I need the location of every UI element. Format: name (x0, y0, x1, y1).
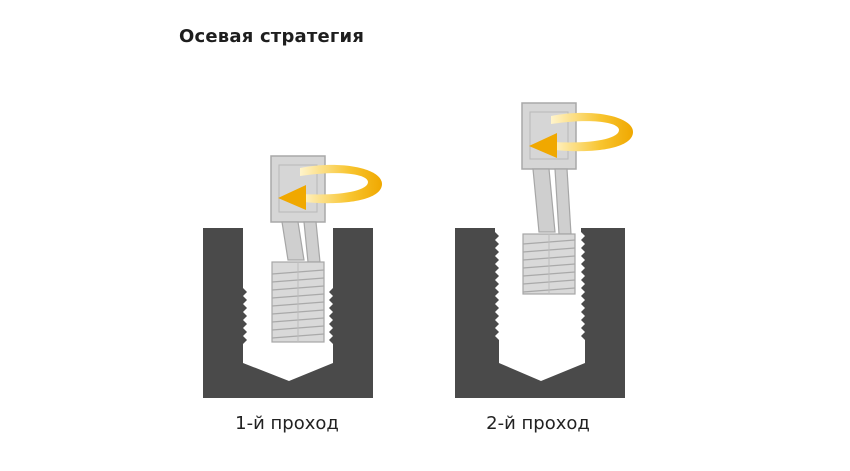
caption-pass-1: 1-й проход (235, 413, 339, 434)
caption-pass-2: 2-й проход (486, 413, 590, 434)
workpiece-block-1 (203, 228, 373, 398)
thread-mill-tool-2 (521, 102, 577, 295)
thread-mill-tool-1 (270, 155, 326, 343)
rotation-arrow-icon (529, 112, 633, 158)
panel-2 (455, 102, 633, 398)
rotation-arrow-icon (278, 164, 382, 210)
workpiece-block-2 (455, 228, 625, 398)
diagram-title: Осевая стратегия (179, 26, 365, 47)
panel-1 (203, 155, 382, 398)
